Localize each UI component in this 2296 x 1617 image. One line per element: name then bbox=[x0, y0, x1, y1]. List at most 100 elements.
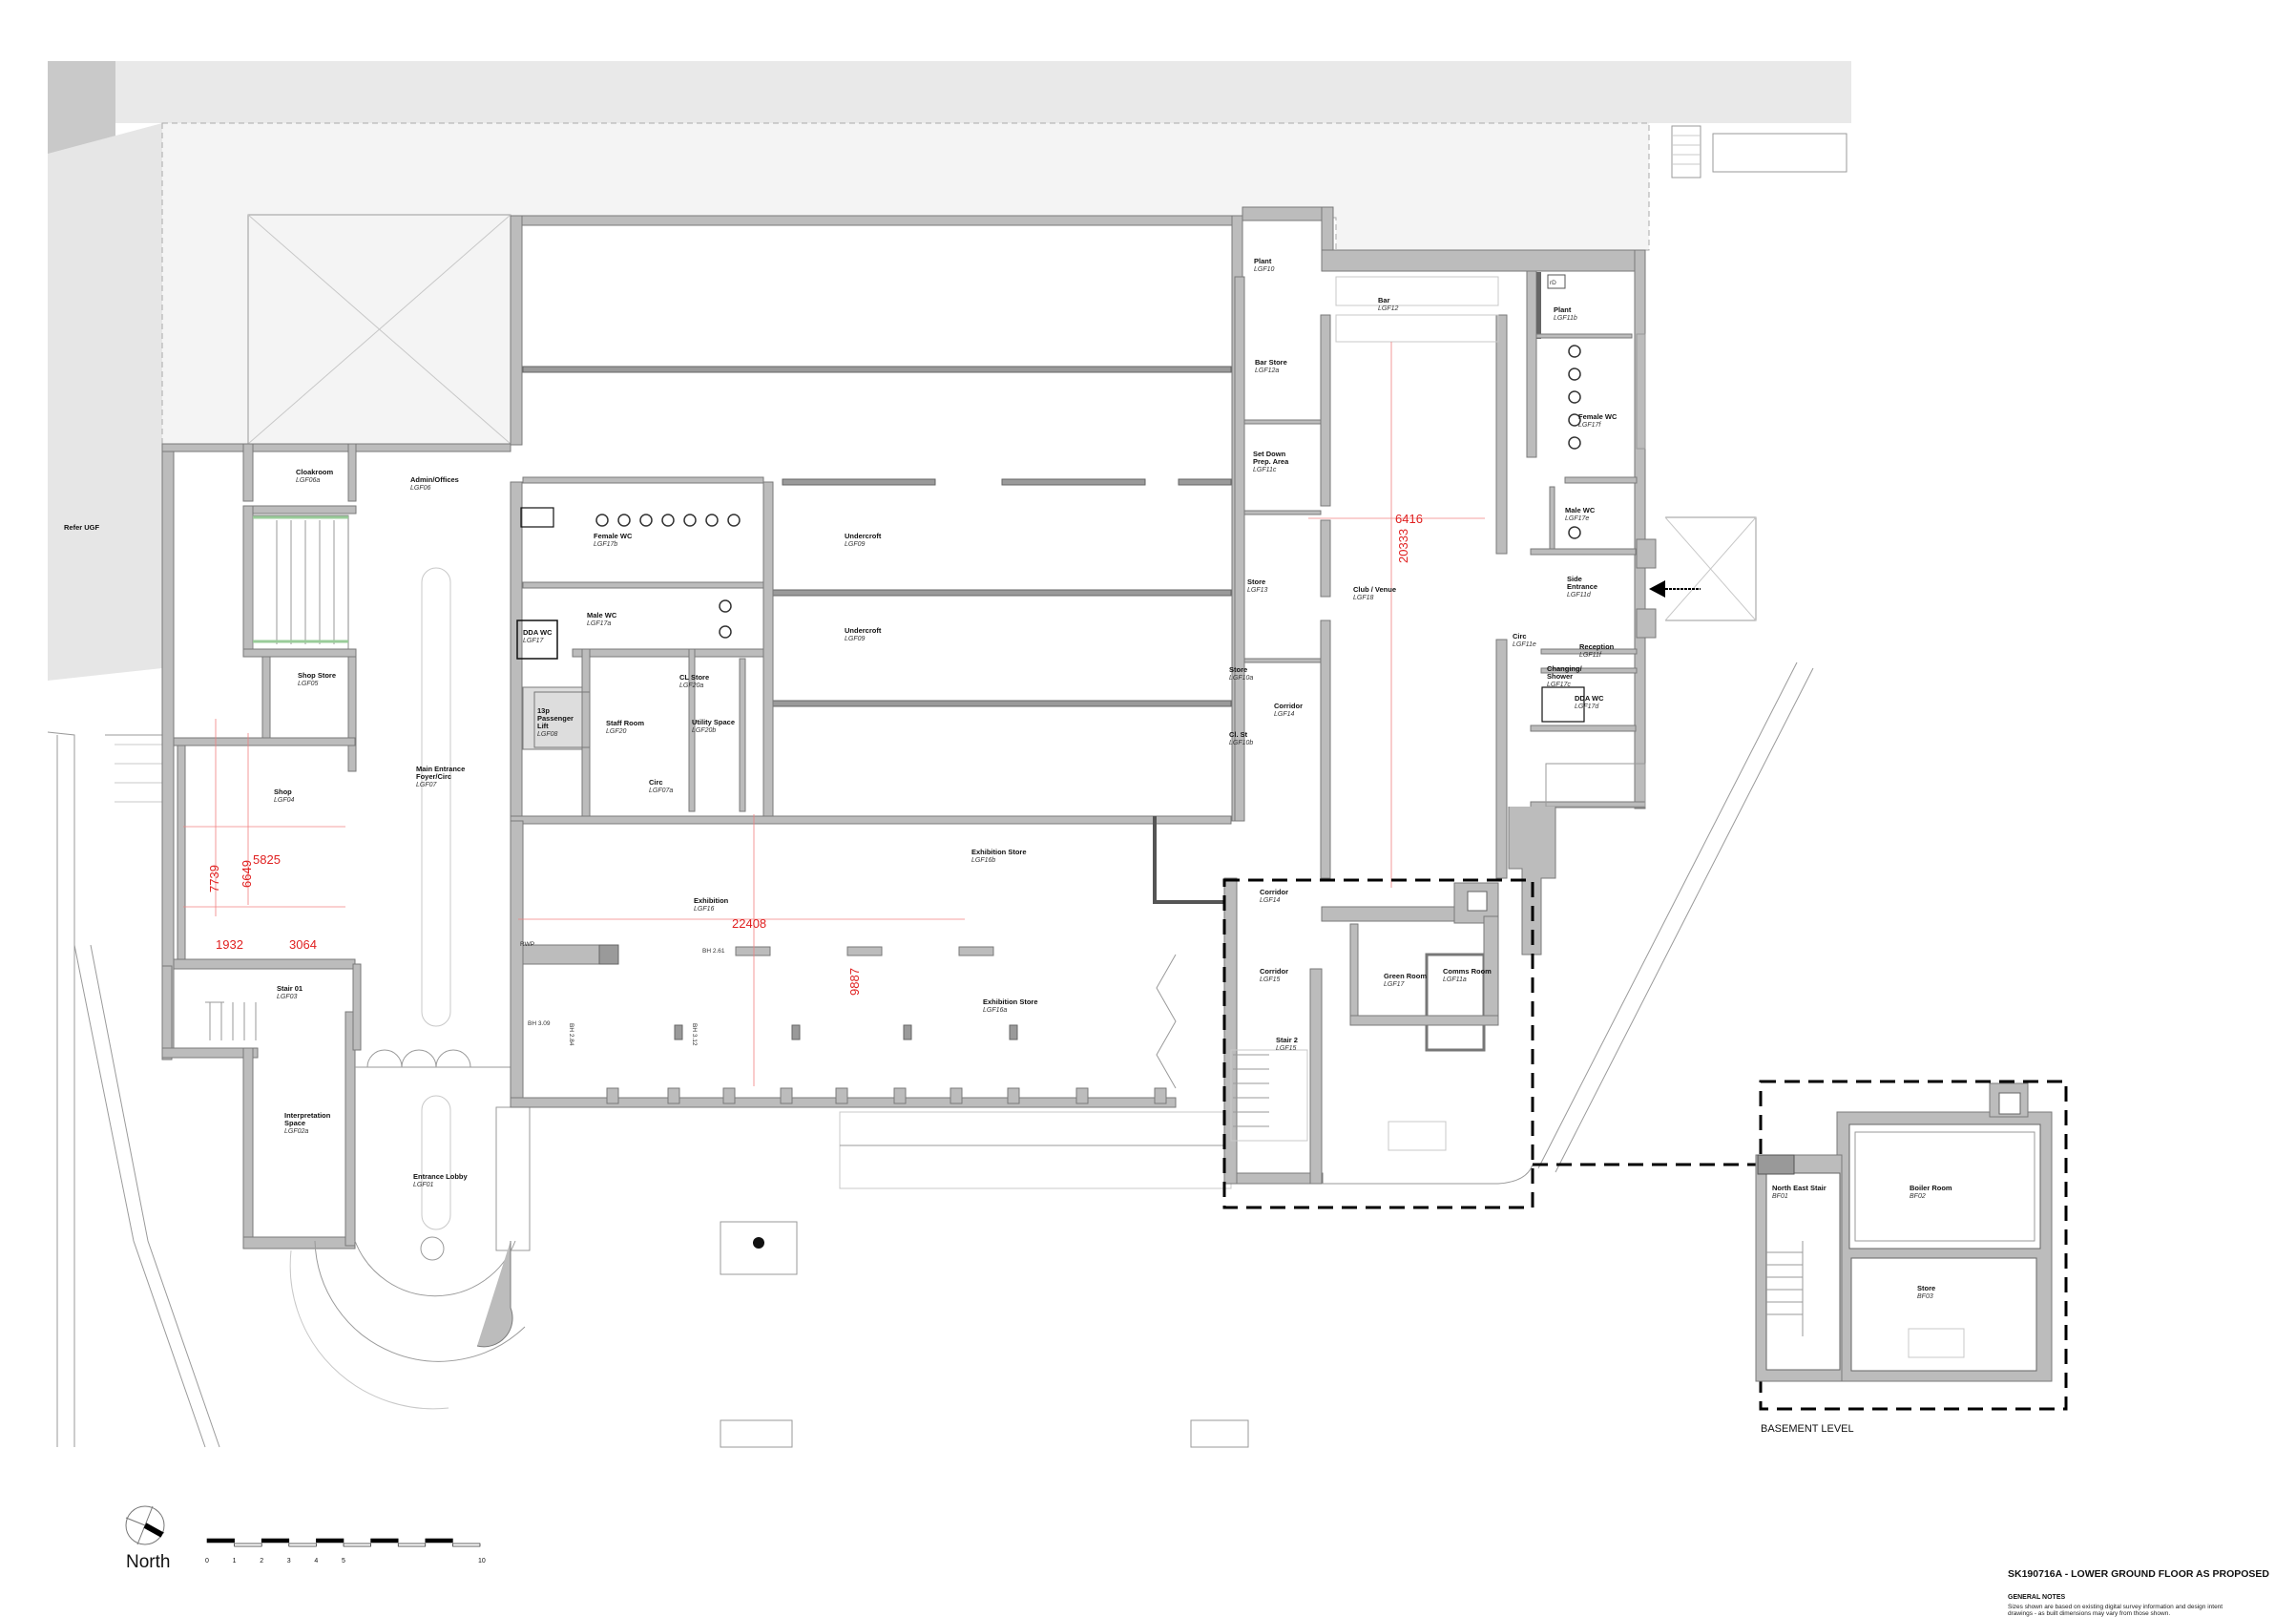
site-context bbox=[47, 61, 1851, 1448]
room-name: North East Stair bbox=[1772, 1184, 1826, 1192]
room-name: Exhibition bbox=[694, 896, 729, 905]
room-code: LGF11e bbox=[1513, 641, 1536, 648]
room-code: LGF17 bbox=[1384, 981, 1406, 988]
bh-label: BH 2.84 bbox=[568, 1023, 574, 1046]
room-code: LGF06 bbox=[410, 485, 431, 492]
scale-segment bbox=[261, 1538, 290, 1544]
scale-segment bbox=[425, 1538, 453, 1544]
room-code: BF02 bbox=[1910, 1193, 1926, 1200]
dimension-lines bbox=[183, 342, 1485, 1086]
room-code: LGF11b bbox=[1554, 315, 1577, 322]
room-name: Plant bbox=[1554, 305, 1572, 314]
room-name: Exhibition Store bbox=[971, 848, 1027, 856]
room-name: DDA WC bbox=[523, 628, 553, 637]
room-name: Entrance Lobby bbox=[413, 1172, 469, 1181]
dim-shop-depth-outer: 7739 bbox=[207, 865, 221, 892]
room-code: LGF06a bbox=[296, 477, 320, 484]
room-name: Comms Room bbox=[1443, 967, 1492, 976]
room-name: DDA WC bbox=[1575, 694, 1604, 703]
room-name: Changing/ bbox=[1547, 664, 1583, 673]
room-name: Shower bbox=[1547, 672, 1573, 681]
room-code: LGF17b bbox=[594, 541, 617, 548]
room-code: LGF16b bbox=[971, 857, 995, 864]
room-name: Cl. St bbox=[1229, 730, 1248, 739]
scale-segment bbox=[316, 1538, 344, 1544]
room-code: LGF13 bbox=[1247, 587, 1268, 594]
room-name: Plant bbox=[1254, 257, 1272, 265]
room-name: Male WC bbox=[1565, 506, 1596, 514]
refer-ugf-label: Refer UGF bbox=[64, 523, 100, 532]
dim-shop-width: 5825 bbox=[253, 852, 281, 867]
room-code: LGF07a bbox=[649, 788, 673, 794]
walls bbox=[161, 206, 1701, 1410]
room-code: LGF04 bbox=[274, 797, 295, 804]
notes-text: Sizes shown are based on existing digita… bbox=[2008, 1604, 2223, 1610]
room-code: LGF11c bbox=[1253, 467, 1277, 473]
basement-plan bbox=[1755, 1082, 2053, 1382]
room-name: Stair 2 bbox=[1276, 1036, 1298, 1044]
room-name: Side bbox=[1567, 575, 1582, 583]
room-code: LGF11d bbox=[1567, 592, 1592, 598]
scale-segment bbox=[234, 1543, 262, 1547]
north-arrow-icon bbox=[125, 1505, 165, 1545]
room-name: Staff Room bbox=[606, 719, 644, 727]
room-name: Store bbox=[1247, 578, 1265, 586]
notes-heading: GENERAL NOTES bbox=[2008, 1594, 2065, 1601]
room-name: Green Room bbox=[1384, 972, 1427, 980]
scale-tick-label: 2 bbox=[260, 1558, 263, 1564]
room-code: LGF10b bbox=[1229, 740, 1253, 746]
dim-exhibition-depth: 9887 bbox=[847, 968, 862, 996]
room-code: LGF09 bbox=[845, 636, 866, 642]
room-name: Boiler Room bbox=[1910, 1184, 1952, 1192]
room-code: LGF17d bbox=[1575, 704, 1599, 710]
room-code: LGF20 bbox=[606, 728, 627, 735]
dim-shop-depth-inner: 6649 bbox=[240, 860, 254, 888]
scale-tick-label: 4 bbox=[314, 1558, 318, 1564]
room-code: LGF07 bbox=[416, 782, 438, 788]
room-code: LGF05 bbox=[298, 681, 319, 687]
room-name: Admin/Offices bbox=[410, 475, 459, 484]
scale-segment bbox=[206, 1538, 235, 1544]
room-name: Bar Store bbox=[1255, 358, 1287, 367]
room-code: LGF17f bbox=[1578, 422, 1601, 429]
room-code: LGF14 bbox=[1260, 897, 1281, 904]
basement-link-box bbox=[1222, 878, 1534, 1209]
scale-segment bbox=[397, 1543, 427, 1547]
room-name: Male WC bbox=[587, 611, 617, 620]
room-name: Corridor bbox=[1260, 888, 1288, 896]
room-name: Circ bbox=[649, 778, 663, 787]
room-name: Prep. Area bbox=[1253, 457, 1289, 466]
basement-level-label: BASEMENT LEVEL bbox=[1761, 1423, 1854, 1435]
bh-label: BH 3.12 bbox=[691, 1023, 698, 1046]
room-code: LGF14 bbox=[1274, 711, 1295, 718]
room-code: BF03 bbox=[1917, 1293, 1933, 1300]
dim-shop-right: 3064 bbox=[289, 937, 317, 952]
